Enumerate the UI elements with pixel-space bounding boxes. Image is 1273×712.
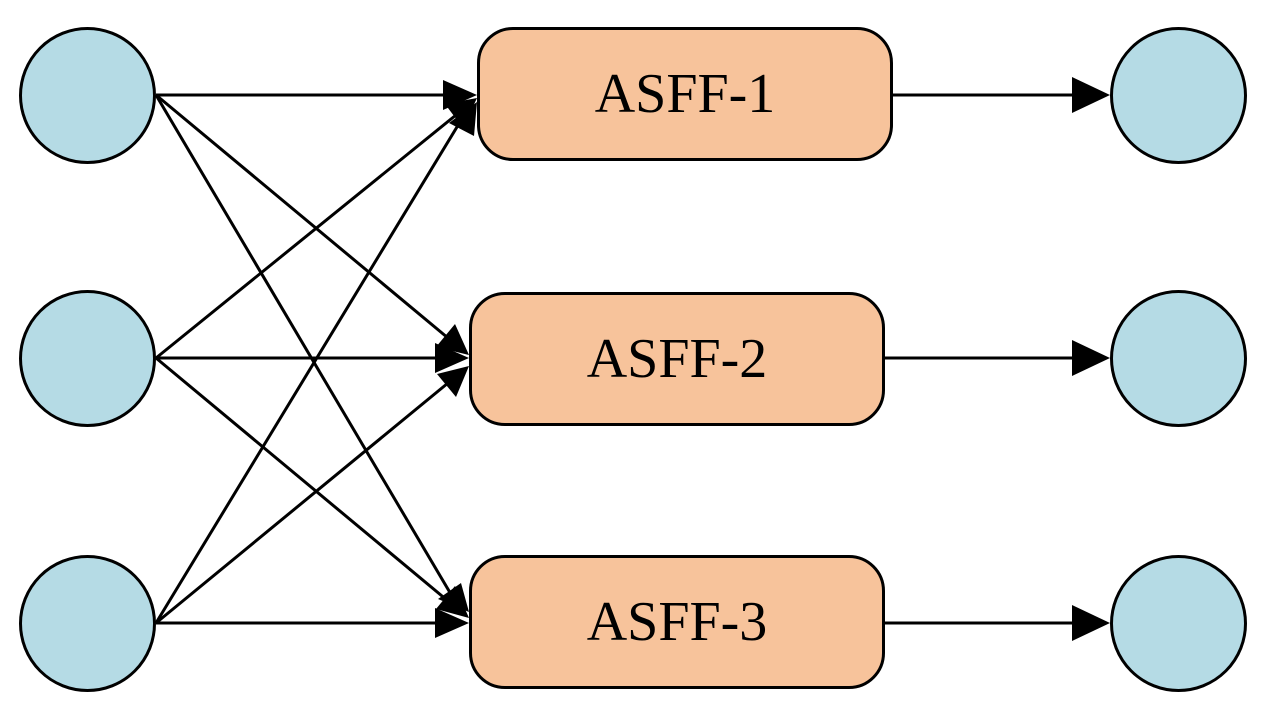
input-node-2 — [19, 290, 156, 427]
asff-block-2: ASFF-2 — [469, 292, 885, 426]
arrowhead-input-3-to-asff-3 — [435, 608, 469, 638]
edge-input-2-to-asff-3 — [155, 356, 449, 603]
arrowhead-input-2-to-asff-2 — [435, 343, 469, 373]
output-node-3 — [1110, 555, 1247, 692]
arrowhead-input-3-to-asff-1 — [449, 102, 477, 136]
arrowhead-input-1-to-asff-1 — [443, 80, 477, 110]
edge-input-3-to-asff-1 — [154, 121, 462, 624]
edge-input-1-to-asff-3 — [154, 94, 454, 597]
arrowhead-input-2-to-asff-1 — [445, 98, 477, 128]
edge-input-3-to-asff-2 — [155, 381, 449, 625]
edge-input-1-to-asff-2 — [155, 93, 449, 340]
asff-block-1-label: ASFF-1 — [594, 63, 776, 125]
edges-from-input-2 — [155, 98, 477, 618]
output-node-1 — [1110, 27, 1247, 164]
arrowhead-asff-2-to-output-2 — [1072, 340, 1110, 376]
edges-from-input-3 — [154, 102, 477, 638]
input-node-1 — [19, 27, 156, 164]
arrowhead-asff-1-to-output-1 — [1072, 77, 1110, 113]
edges-from-input-1 — [154, 80, 477, 612]
output-node-2 — [1110, 290, 1247, 427]
input-node-3 — [19, 555, 156, 692]
arrowhead-input-2-to-asff-3 — [436, 586, 469, 618]
edges-to-outputs — [885, 77, 1110, 641]
asff-block-3-label: ASFF-3 — [586, 591, 768, 653]
arrowhead-input-3-to-asff-2 — [437, 366, 469, 397]
arrowhead-asff-3-to-output-3 — [1072, 605, 1110, 641]
edge-input-2-to-asff-1 — [155, 113, 457, 360]
asff-block-2-label: ASFF-2 — [586, 328, 768, 390]
asff-block-1: ASFF-1 — [477, 27, 893, 161]
asff-block-3: ASFF-3 — [469, 555, 885, 689]
